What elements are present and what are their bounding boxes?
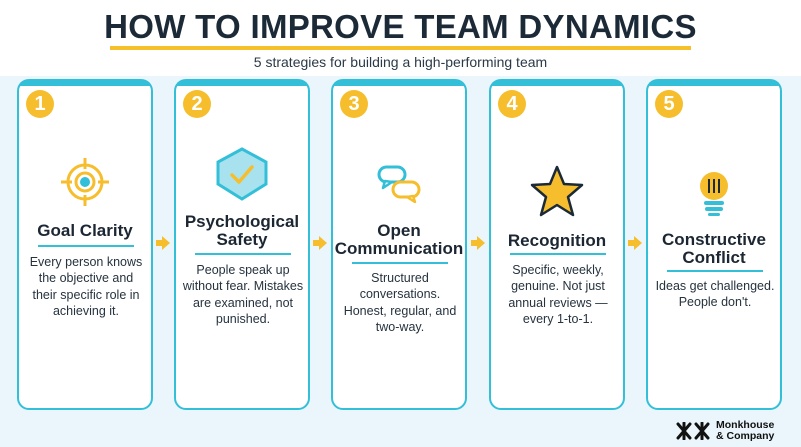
card-description: Specific, weekly, genuine. Not just annu… — [508, 263, 608, 326]
star-icon — [491, 164, 623, 223]
card-title: Open Communication — [334, 221, 464, 258]
card-divider — [352, 262, 448, 264]
page-title: HOW TO IMPROVE TEAM DYNAMICS — [104, 8, 697, 45]
card-description: Ideas get challenged. People don't. — [655, 279, 775, 310]
card-divider — [667, 270, 763, 272]
card-title: Recognition — [507, 231, 607, 250]
card-top-bar — [19, 81, 151, 86]
card-divider — [510, 253, 606, 255]
strategy-card-recognition: 4 Recognition Specific, weekly, genuine.… — [489, 79, 625, 410]
card-top-bar — [648, 81, 780, 86]
shield-check-icon — [176, 146, 308, 207]
card-description: Structured conversations. Honest, regula… — [343, 271, 457, 334]
strategy-card-psychological-safety: 2 Psychological Safety People speak up w… — [174, 79, 310, 410]
page-subtitle: 5 strategies for building a high-perform… — [253, 54, 548, 70]
brand-mark-icon — [676, 421, 712, 445]
card-top-bar — [176, 81, 308, 86]
card-description: People speak up without fear. Mistakes a… — [182, 263, 304, 326]
arrow-right-icon — [471, 236, 485, 250]
card-divider — [195, 253, 291, 255]
step-number-badge: 5 — [655, 90, 683, 118]
step-number-badge: 4 — [498, 90, 526, 118]
title-underline — [110, 46, 691, 50]
card-top-bar — [333, 81, 465, 86]
arrow-right-icon — [628, 236, 642, 250]
chat-bubbles-icon — [333, 163, 465, 208]
card-title: Psychological Safety — [184, 212, 300, 249]
card-divider — [38, 245, 134, 247]
brand-name: Monkhouse & Company — [716, 420, 796, 442]
strategy-card-constructive-conflict: 5 Constructive Conflict Ideas get challe… — [646, 79, 782, 410]
strategy-card-goal-clarity: 1 Goal Clarity Every person knows the ob… — [17, 79, 153, 410]
step-number-badge: 3 — [340, 90, 368, 118]
arrow-right-icon — [313, 236, 327, 250]
lightbulb-icon — [648, 169, 780, 224]
step-number-badge: 2 — [183, 90, 211, 118]
strategy-card-open-communication: 3 Open Communication Structured conversa… — [331, 79, 467, 410]
brand-name-line-2: & Company — [716, 430, 775, 442]
card-top-bar — [491, 81, 623, 86]
arrow-right-icon — [156, 236, 170, 250]
target-icon — [19, 156, 151, 213]
card-description: Every person knows the objective and the… — [29, 255, 143, 318]
card-title: Constructive Conflict — [662, 230, 766, 267]
step-number-badge: 1 — [26, 90, 54, 118]
brand-name-line-1: Monkhouse — [716, 419, 775, 431]
card-title: Goal Clarity — [37, 221, 133, 240]
